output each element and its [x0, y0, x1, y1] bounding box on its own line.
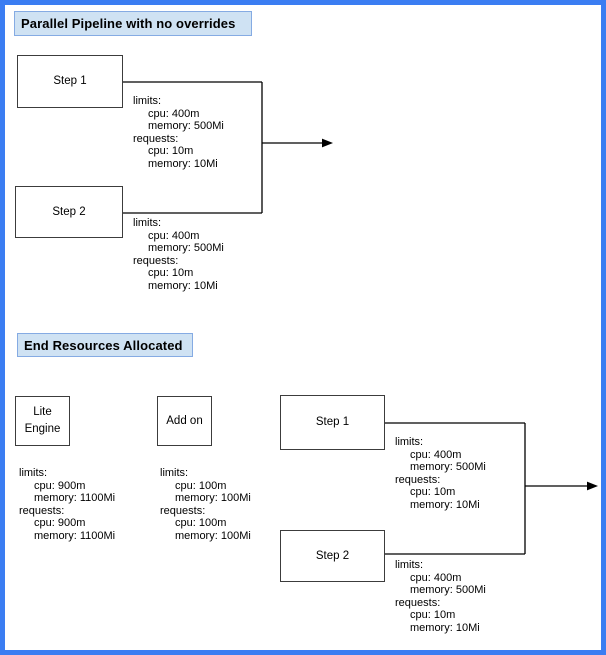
- resources-top-step1: limits: cpu: 400m memory: 500Mi requests…: [133, 95, 224, 171]
- resource-line: requests:: [19, 504, 65, 517]
- resource-line: memory: 100Mi: [175, 529, 251, 542]
- arrowhead-icon: [322, 138, 333, 148]
- node-step2-bottom: Step 2: [280, 530, 385, 582]
- resource-line: memory: 500Mi: [148, 120, 224, 133]
- resource-line: memory: 100Mi: [175, 492, 251, 505]
- resources-bottom-step2: limits: cpu: 400m memory: 500Mi requests…: [395, 559, 486, 635]
- resource-line: limits:: [395, 436, 424, 448]
- resource-line: memory: 1100Mi: [34, 492, 116, 505]
- resource-line: cpu: 400m: [410, 448, 462, 461]
- resource-line: memory: 500Mi: [410, 584, 486, 597]
- resource-line: requests:: [160, 504, 206, 517]
- node-add-on: Add on: [157, 396, 212, 446]
- resource-line: limits:: [133, 217, 162, 229]
- resource-line: cpu: 400m: [410, 571, 462, 584]
- resources-top-step2: limits: cpu: 400m memory: 500Mi requests…: [133, 217, 224, 293]
- resource-line: cpu: 400m: [148, 107, 200, 120]
- resource-line: limits:: [19, 467, 48, 479]
- resource-line: cpu: 10m: [410, 486, 456, 499]
- resource-line: cpu: 900m: [34, 479, 86, 492]
- arrowhead-icon: [587, 481, 598, 491]
- resource-line: memory: 10Mi: [148, 279, 218, 292]
- resource-line: requests:: [395, 473, 441, 486]
- resource-line: cpu: 10m: [410, 609, 456, 622]
- resource-line: limits:: [160, 467, 189, 479]
- resources-add-on: limits: cpu: 100m memory: 100Mi requests…: [160, 467, 251, 543]
- resource-line: limits:: [133, 95, 162, 107]
- resources-bottom-step1: limits: cpu: 400m memory: 500Mi requests…: [395, 436, 486, 512]
- resource-line: memory: 1100Mi: [34, 529, 116, 542]
- node-step1-top: Step 1: [17, 55, 123, 108]
- node-label: Step 1: [53, 75, 87, 88]
- resource-line: memory: 10Mi: [148, 157, 218, 170]
- resource-line: memory: 10Mi: [410, 621, 480, 634]
- resource-line: memory: 500Mi: [148, 242, 224, 255]
- resource-line: requests:: [395, 596, 441, 609]
- resource-line: cpu: 100m: [175, 517, 227, 530]
- section-title-end-resources: End Resources Allocated: [17, 333, 193, 357]
- resource-line: memory: 10Mi: [410, 498, 480, 511]
- resource-line: memory: 500Mi: [410, 461, 486, 474]
- resource-line: cpu: 10m: [148, 145, 194, 158]
- resource-line: requests:: [133, 254, 179, 267]
- resource-line: requests:: [133, 132, 179, 145]
- node-lite-engine: Lite Engine: [15, 396, 70, 446]
- node-label: Step 2: [52, 205, 86, 218]
- node-step2-top: Step 2: [15, 186, 123, 238]
- resources-lite-engine: limits: cpu: 900m memory: 1100Mi request…: [19, 467, 115, 543]
- node-label: Step 1: [315, 416, 350, 429]
- resource-line: cpu: 900m: [34, 517, 86, 530]
- resource-line: cpu: 400m: [148, 229, 200, 242]
- resource-line: cpu: 10m: [148, 267, 194, 280]
- node-label: Step 2: [315, 549, 350, 562]
- node-step1-bottom: Step 1: [280, 395, 385, 450]
- node-label: Add on: [166, 414, 203, 427]
- resource-line: limits:: [395, 559, 424, 571]
- section-title-parallel-pipeline: Parallel Pipeline with no overrides: [14, 11, 252, 36]
- node-label: Lite Engine: [24, 406, 61, 435]
- resource-line: cpu: 100m: [175, 479, 227, 492]
